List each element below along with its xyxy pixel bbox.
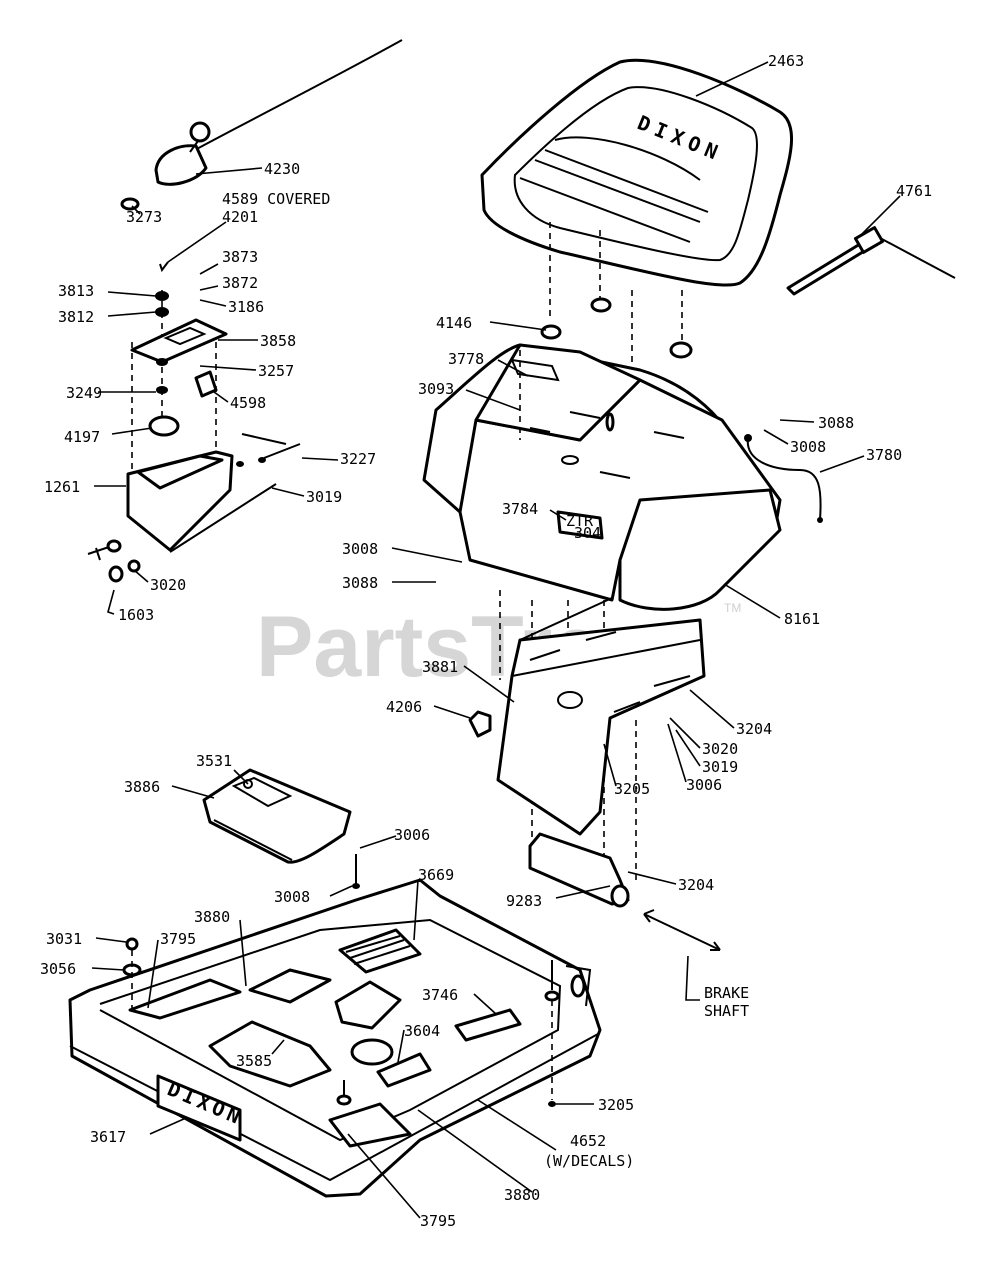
label-3812: 3812 [58, 308, 94, 326]
label-4589: 4589 COVERED [222, 190, 330, 208]
label-3858: 3858 [260, 332, 296, 350]
label-3088b: 3088 [342, 574, 378, 592]
label-3778: 3778 [448, 350, 484, 368]
label-3669: 3669 [418, 866, 454, 884]
label-3780: 3780 [866, 446, 902, 464]
bracket-clip [468, 710, 492, 738]
label-4652-decals: (W/DECALS) [544, 1152, 634, 1170]
label-2463: 2463 [768, 52, 804, 70]
label-3880a: 3880 [194, 908, 230, 926]
model-plate-text-1: ZTR [566, 512, 594, 530]
label-3056: 3056 [40, 960, 76, 978]
label-3880b: 3880 [504, 1186, 540, 1204]
label-3886: 3886 [124, 778, 160, 796]
deck-hardware [122, 854, 560, 1107]
seat-mount-bracket [496, 597, 706, 836]
seat-pan-fender: ZTR 304 [422, 343, 782, 611]
label-4146: 4146 [436, 314, 472, 332]
label-3006b: 3006 [394, 826, 430, 844]
label-3186: 3186 [228, 298, 264, 316]
label-3795b: 3795 [420, 1212, 456, 1230]
label-3249: 3249 [66, 384, 102, 402]
seat-cushion: DIXON [480, 58, 794, 287]
label-3088a: 3088 [818, 414, 854, 432]
label-3019a: 3019 [306, 488, 342, 506]
label-3008a: 3008 [790, 438, 826, 456]
throttle-cable [120, 39, 403, 211]
label-1261: 1261 [44, 478, 80, 496]
seat-adjust-rod [786, 226, 956, 296]
label-4652: 4652 [570, 1132, 606, 1150]
label-8161: 8161 [784, 610, 820, 628]
brake-shaft-bracket [528, 832, 721, 951]
console-fasteners [87, 433, 301, 583]
label-3020a: 3020 [150, 576, 186, 594]
label-3795a: 3795 [160, 930, 196, 948]
label-3008c: 3008 [274, 888, 310, 906]
label-3585: 3585 [236, 1052, 272, 1070]
label-1603: 1603 [118, 606, 154, 624]
label-3257: 3257 [258, 362, 294, 380]
watermark-trademark: TM [724, 601, 741, 615]
label-3204a: 3204 [736, 720, 772, 738]
label-3020b: 3020 [702, 740, 738, 758]
label-3531: 3531 [196, 752, 232, 770]
label-3881: 3881 [422, 658, 458, 676]
label-4206: 4206 [386, 698, 422, 716]
label-4230: 4230 [264, 160, 300, 178]
footplate-deck: DIXON [68, 878, 602, 1198]
label-9283: 9283 [506, 892, 542, 910]
label-brake: BRAKE [704, 984, 749, 1002]
label-3227: 3227 [340, 450, 376, 468]
label-3006a: 3006 [686, 776, 722, 794]
part-labels: 2463 4230 3273 4589 COVERED 4201 4761 38… [40, 52, 932, 1230]
label-4598: 4598 [230, 394, 266, 412]
label-3872: 3872 [222, 274, 258, 292]
label-3093: 3093 [418, 380, 454, 398]
label-3617: 3617 [90, 1128, 126, 1146]
label-3746: 3746 [422, 986, 458, 1004]
label-3204b: 3204 [678, 876, 714, 894]
label-3019b: 3019 [702, 758, 738, 776]
label-3205a: 3205 [614, 780, 650, 798]
label-3273: 3273 [126, 208, 162, 226]
control-console-box [126, 261, 234, 552]
label-3813: 3813 [58, 282, 94, 300]
seat-pad [202, 768, 352, 864]
label-shaft: SHAFT [704, 1002, 749, 1020]
label-3604: 3604 [404, 1022, 440, 1040]
label-3873: 3873 [222, 248, 258, 266]
label-4201: 4201 [222, 208, 258, 226]
label-4197: 4197 [64, 428, 100, 446]
label-3784: 3784 [502, 500, 538, 518]
seat-spring-rod [744, 434, 823, 523]
label-4761: 4761 [896, 182, 932, 200]
label-3205b: 3205 [598, 1096, 634, 1114]
label-3031: 3031 [46, 930, 82, 948]
label-3008b: 3008 [342, 540, 378, 558]
leader-lines [91, 61, 901, 1219]
model-plate-text-2: 304 [574, 524, 601, 542]
